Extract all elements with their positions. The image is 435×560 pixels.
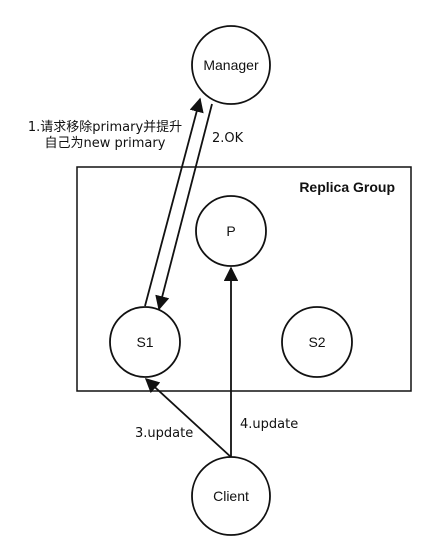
node-s2: S2 [281,306,353,378]
edge-label-request-line1: 1.请求移除primary并提升 [28,119,182,135]
edge-s1-to-manager [144,97,204,307]
node-manager: Manager [191,25,271,105]
node-client-label: Client [213,488,249,504]
node-s2-label: S2 [308,334,325,350]
edge-label-update-p: 4.update [240,417,298,432]
replica-group-box [76,166,412,392]
edge-label-ok: 2.OK [212,131,244,146]
edge-label-update-s1: 3.update [135,426,193,441]
node-s1: S1 [109,306,181,378]
edge-manager-to-s1 [155,103,213,311]
node-p: P [195,195,267,267]
node-s1-label: S1 [136,334,153,350]
node-manager-label: Manager [203,57,259,73]
node-client: Client [191,456,271,536]
edge-label-request-line2: 自己为new primary [45,136,166,151]
replica-group-label: Replica Group [299,179,395,195]
edge-client-to-s1 [144,378,233,459]
node-p-label: P [226,223,235,239]
